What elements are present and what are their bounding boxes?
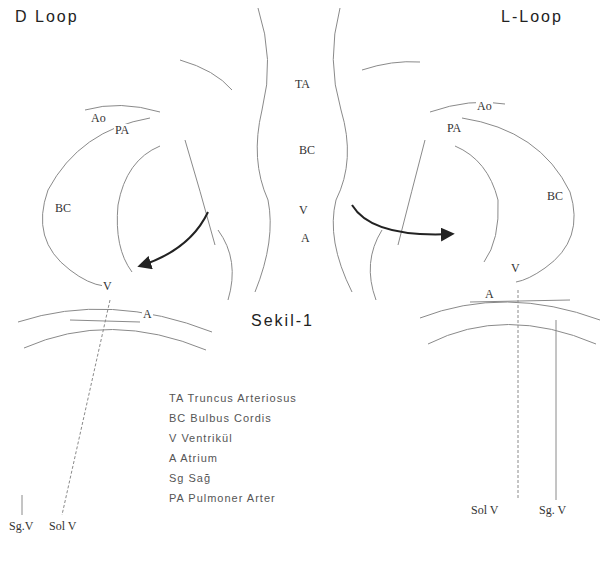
d-loop-outline <box>117 146 160 272</box>
side-label: Sol V <box>48 520 77 533</box>
l-loop-outline <box>462 118 574 282</box>
side-label: Sg.V <box>8 520 34 533</box>
l-loop-outline <box>398 140 425 245</box>
legend-line: PA Pulmoner Arter <box>168 492 277 504</box>
view-heading: D Loop <box>14 8 80 26</box>
loop-arrow <box>352 205 452 234</box>
part-label: Ao <box>90 112 107 125</box>
tube-wall <box>333 8 352 292</box>
atrium-band <box>18 309 212 332</box>
atrium-band <box>24 329 206 350</box>
part-label: PA <box>446 122 462 135</box>
side-label: Sol V <box>470 504 499 517</box>
septum-line <box>518 290 519 500</box>
legend-line: V Ventrikül <box>168 432 234 444</box>
legend-line: A Atrium <box>168 452 219 464</box>
part-label: Ao <box>476 100 493 113</box>
d-loop-outline <box>42 118 150 286</box>
part-label: V <box>102 280 113 293</box>
part-label: A <box>142 308 153 321</box>
part-label: A <box>484 288 495 301</box>
tick-line <box>22 495 23 515</box>
tube-sketch <box>218 230 232 300</box>
tube-sketch <box>180 60 232 90</box>
septum-line <box>62 300 110 515</box>
tube-wall <box>255 8 270 292</box>
legend-line: BC Bulbus Cordis <box>168 412 273 424</box>
figure-caption: Sekil-1 <box>250 312 315 330</box>
side-label: Sg. V <box>538 504 567 517</box>
septum-line <box>556 320 557 500</box>
d-loop-outline <box>185 140 215 245</box>
part-label: BC <box>298 144 316 157</box>
legend-line: Sg Sağ <box>168 472 212 484</box>
loop-arrow <box>140 212 208 266</box>
atrium-band <box>420 302 600 320</box>
tube-sketch <box>370 230 382 300</box>
tube-sketch <box>362 62 420 70</box>
view-heading: L-Loop <box>500 8 564 26</box>
part-label: A <box>300 232 311 245</box>
atrium-band <box>428 325 596 345</box>
septum-line <box>70 320 140 322</box>
part-label: V <box>298 204 309 217</box>
part-label: PA <box>114 124 130 137</box>
part-label: V <box>510 262 521 275</box>
part-label: TA <box>294 78 311 91</box>
part-label: BC <box>54 202 72 215</box>
great-vessel <box>430 102 505 112</box>
legend-line: TA Truncus Arteriosus <box>168 392 298 404</box>
part-label: BC <box>546 190 564 203</box>
l-loop-outline <box>455 146 498 262</box>
